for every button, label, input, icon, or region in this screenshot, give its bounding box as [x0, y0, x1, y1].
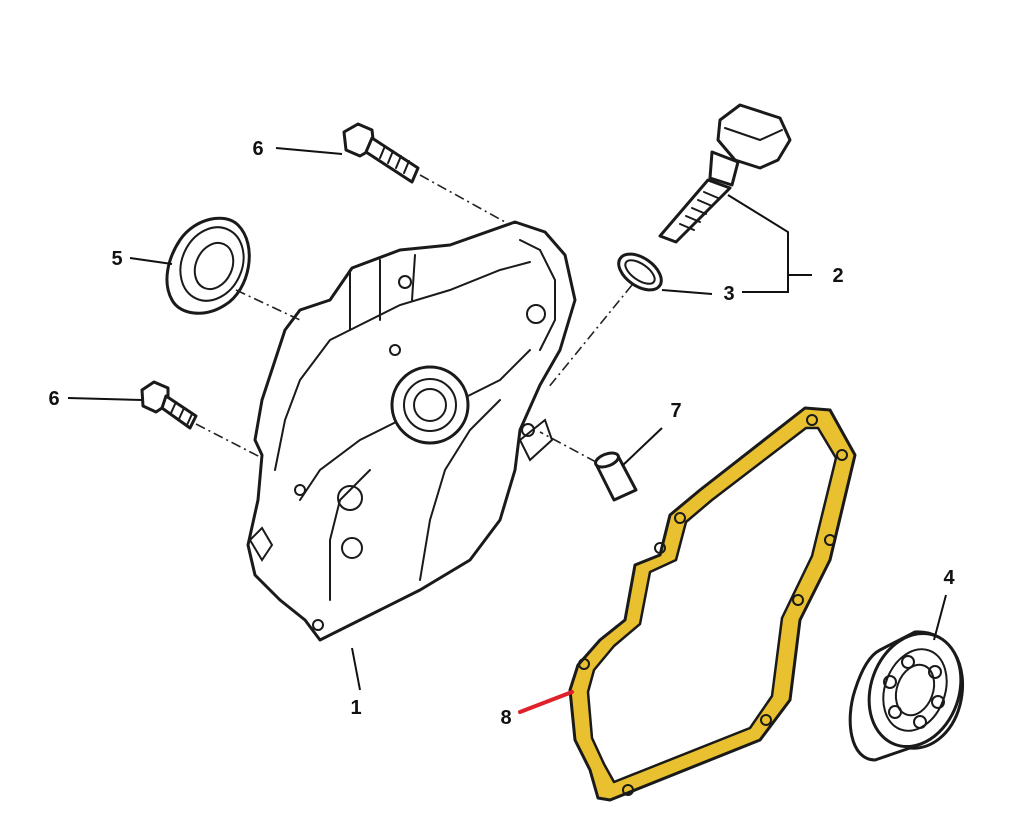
assembly-axis-lines	[195, 174, 633, 463]
leader-bearing	[933, 594, 947, 641]
callout-bearing: 4	[943, 567, 955, 589]
callout-bolt-left: 6	[48, 388, 59, 410]
leader-oil-seal	[129, 257, 173, 265]
o-ring	[617, 252, 663, 292]
leader-dowel-pin	[621, 427, 663, 467]
oil-seal	[165, 216, 251, 315]
callout-gasket: 8	[500, 707, 511, 729]
dowel-pin	[594, 451, 638, 502]
callout-oil-seal: 5	[111, 248, 122, 270]
callout-dowel-pin: 7	[670, 400, 681, 422]
callout-bolt-top: 6	[252, 138, 263, 160]
gasket	[568, 406, 857, 802]
dipstick	[658, 103, 792, 244]
leader-gasket	[518, 690, 574, 714]
ball-bearing	[848, 630, 965, 762]
leader-bolt-left	[67, 397, 143, 401]
leader-dipstick	[727, 194, 812, 276]
callout-dipstick: 2	[832, 265, 843, 287]
crankcase-cover	[246, 220, 577, 642]
callout-cover: 1	[350, 697, 361, 719]
callout-o-ring: 3	[723, 283, 734, 305]
leader-o-ring	[661, 275, 789, 295]
flange-bolt-top	[342, 122, 420, 184]
leader-cover	[351, 647, 361, 691]
flange-bolt-left	[140, 380, 198, 430]
leader-bolt-top	[275, 147, 343, 155]
